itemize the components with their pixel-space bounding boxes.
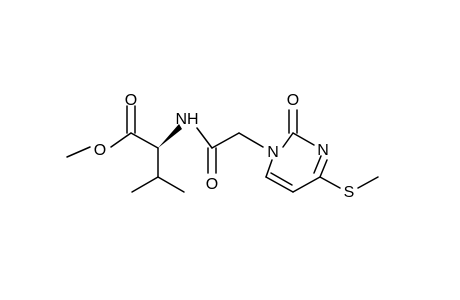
bond-n3-c4-double-1 [319,159,328,178]
atom-o-ester-carbonyl: O [125,92,137,109]
atom-n-amide: NH [175,111,198,128]
atom-labels: O O NH O N N O S [94,92,355,201]
atom-n3-ring: N [317,142,329,159]
bond-c4-c5 [292,176,321,193]
bond-c5-c6-double-1 [265,176,294,193]
bond-ch2-n1 [238,132,264,148]
bond-n1-c2 [282,132,294,148]
bond-s-methyl [357,176,379,189]
bonds [66,105,379,193]
bond-c2-n3 [292,132,315,146]
bond-ch-methyl-right [157,176,185,193]
bond-n3-c4-double-2 [313,155,322,174]
atom-s-thioether: S [344,184,355,201]
bond-c4-s [319,176,341,189]
bond-n-amide-carbon [196,127,213,149]
bond-methyl-o [66,146,91,158]
atom-n1-ring: N [267,144,279,161]
atom-o-ring: O [287,92,299,109]
atom-o-ester-ether: O [94,142,106,159]
bond-amide-ch2 [211,132,240,149]
stereo-wedge-bond [158,124,182,148]
bond-o-carbonyl [110,132,132,148]
bond-c6-n1 [265,159,273,178]
bond-carbonyl-alpha [130,132,159,149]
atom-o-amide: O [206,176,218,193]
bond-ch-methyl-left [131,176,159,193]
bond-c5-c6-double-2 [270,172,293,186]
